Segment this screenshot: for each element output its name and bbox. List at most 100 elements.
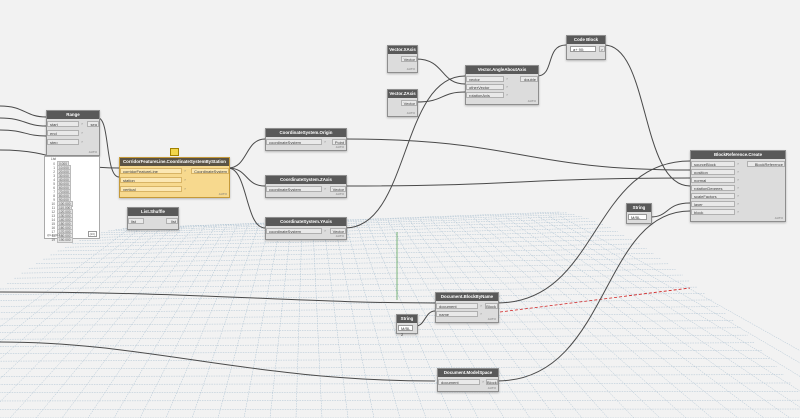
output-port-vector[interactable]: Vector — [401, 56, 417, 62]
output-port-double[interactable]: double — [520, 76, 538, 82]
list-item-index: 5 — [53, 182, 55, 186]
string-node-name[interactable]: String M/BL 2 — [396, 314, 418, 337]
chevron-right-icon: › — [737, 185, 739, 190]
output-port-block-reference[interactable]: BlockReference — [747, 161, 785, 167]
document-model-space-node[interactable]: Document.ModelSpace document › Block AUT… — [437, 368, 499, 392]
wire — [0, 291, 436, 304]
list-item-index: 7 — [53, 190, 55, 194]
grid-line — [323, 222, 349, 418]
node-title: CorridorFeatureLine.CoordinateSystemBySt… — [120, 158, 229, 166]
node-title: Document.ModelSpace — [438, 369, 498, 377]
input-port-source-block[interactable]: sourceBlock — [691, 161, 735, 167]
block-reference-create-node[interactable]: BlockReference.Create sourceBlock positi… — [690, 150, 786, 222]
coordinate-system-yaxis-node[interactable]: CoordinateSystem.YAxis coordinateSystem … — [265, 217, 347, 240]
input-port-start[interactable]: start — [47, 121, 79, 127]
corridor-coordinate-system-node[interactable]: CorridorFeatureLine.CoordinateSystemBySt… — [119, 157, 230, 198]
vector-angle-about-axis-node[interactable]: Vector.AngleAboutAxis vector otherVector… — [465, 65, 539, 105]
input-port-coordinate-system[interactable]: coordinateSystem — [266, 139, 322, 145]
grid-line — [269, 223, 292, 418]
grid-line — [0, 313, 727, 320]
node-title: String — [397, 315, 417, 323]
grid-line — [191, 224, 260, 418]
input-port-coordinate-system[interactable]: coordinateSystem — [266, 228, 322, 234]
input-port-rotation-degrees[interactable]: rotationDegrees — [691, 185, 735, 191]
grid-line — [36, 253, 654, 264]
input-port-scale-factors[interactable]: scaleFactors — [691, 193, 735, 199]
document-block-by-name-node[interactable]: Document.BlockByName document name › › B… — [435, 292, 499, 323]
input-port-step[interactable]: step — [47, 139, 79, 145]
coordinate-system-origin-node[interactable]: CoordinateSystem.Origin coordinateSystem… — [265, 128, 347, 151]
input-port-normal[interactable]: normal — [691, 177, 735, 183]
chevron-right-icon: › — [506, 84, 508, 89]
chevron-right-icon: › — [81, 121, 83, 126]
wire — [496, 210, 691, 382]
grid-line — [344, 221, 401, 418]
grid-line — [87, 225, 217, 418]
lacing-label: AUTO — [218, 192, 227, 196]
chevron-right-icon: › — [81, 139, 83, 144]
input-port-vector[interactable]: vector — [466, 76, 504, 82]
input-port-document[interactable]: document — [438, 379, 480, 385]
output-port-coordinate-system[interactable]: CoordinateSystem — [191, 168, 229, 174]
output-port-vector[interactable]: Vector — [401, 100, 417, 106]
input-port-layer[interactable]: layer — [691, 201, 735, 207]
input-port-corridor-feature-line[interactable]: corridorFeatureLine — [120, 168, 182, 174]
list-header: List — [51, 157, 56, 161]
node-title: Vector.XAxis — [388, 46, 417, 54]
grid-line — [0, 299, 712, 307]
input-port-rotation-axis[interactable]: rotationAxis — [466, 92, 504, 98]
input-port-end[interactable]: end — [47, 130, 79, 136]
list-shuffle-node[interactable]: List.Shuffle list list — [127, 207, 179, 230]
wire — [536, 44, 567, 77]
input-port-other-vector[interactable]: otherVector — [466, 84, 504, 90]
input-port-coordinate-system[interactable]: coordinateSystem — [266, 186, 322, 192]
input-port-station[interactable]: station — [120, 177, 182, 183]
grid-line — [115, 214, 575, 230]
chevron-right-icon: › — [184, 168, 186, 173]
code-block-editor[interactable]: a+ 90; — [570, 46, 596, 52]
input-port-list[interactable]: list — [128, 218, 144, 224]
node-title: Document.BlockByName — [436, 293, 498, 301]
wire — [0, 341, 436, 382]
grid-line — [108, 216, 582, 232]
grid-line — [0, 366, 777, 369]
node-title: CoordinateSystem.Origin — [266, 129, 346, 137]
input-port-block[interactable]: block — [691, 209, 735, 215]
note-icon[interactable] — [170, 148, 179, 156]
output-port-block[interactable]: Block — [486, 379, 498, 385]
list-item-index: 4 — [53, 178, 55, 182]
vector-zaxis-node[interactable]: Vector.ZAxis Vector AUTO — [387, 89, 418, 117]
list-item-index: 16 — [51, 226, 55, 230]
lacing-label: AUTO — [335, 145, 344, 149]
range-node[interactable]: Range start end step › › › seq AUTO — [46, 110, 100, 156]
output-port-vector[interactable]: Vector — [330, 186, 346, 192]
grid-line — [295, 223, 303, 418]
code-block-node[interactable]: Code Block a+ 90; > — [566, 35, 606, 60]
output-port[interactable]: > — [599, 46, 605, 52]
vector-xaxis-node[interactable]: Vector.XAxis Vector AUTO — [387, 45, 418, 73]
input-port-document[interactable]: document — [436, 303, 478, 309]
list-item-index: 15 — [51, 222, 55, 226]
grid-line — [9, 226, 184, 418]
input-port-vertical[interactable]: vertical — [120, 186, 182, 192]
coordinate-system-zaxis-node[interactable]: CoordinateSystem.ZAxis coordinateSystem … — [265, 175, 347, 198]
list-item-index: 3 — [53, 174, 55, 178]
string-value-input[interactable]: M/BL 2 — [398, 325, 413, 337]
output-port-list[interactable]: list — [166, 218, 178, 224]
grid-line — [43, 248, 647, 260]
string-node-layer[interactable]: String M/BL — [626, 203, 652, 224]
input-port-position[interactable]: position — [691, 169, 735, 175]
grid-line — [0, 226, 163, 380]
input-port-name[interactable]: name — [436, 311, 478, 317]
output-port-seq[interactable]: seq — [87, 121, 99, 127]
output-port-vector[interactable]: Vector — [330, 228, 346, 234]
list-count: {20} — [87, 231, 97, 237]
output-port-point[interactable]: Point — [332, 139, 346, 145]
node-title: List.Shuffle — [128, 208, 178, 216]
string-value-input[interactable]: M/BL — [628, 214, 647, 220]
output-port-block[interactable]: Block — [485, 303, 498, 309]
node-title: Code Block — [567, 36, 605, 44]
